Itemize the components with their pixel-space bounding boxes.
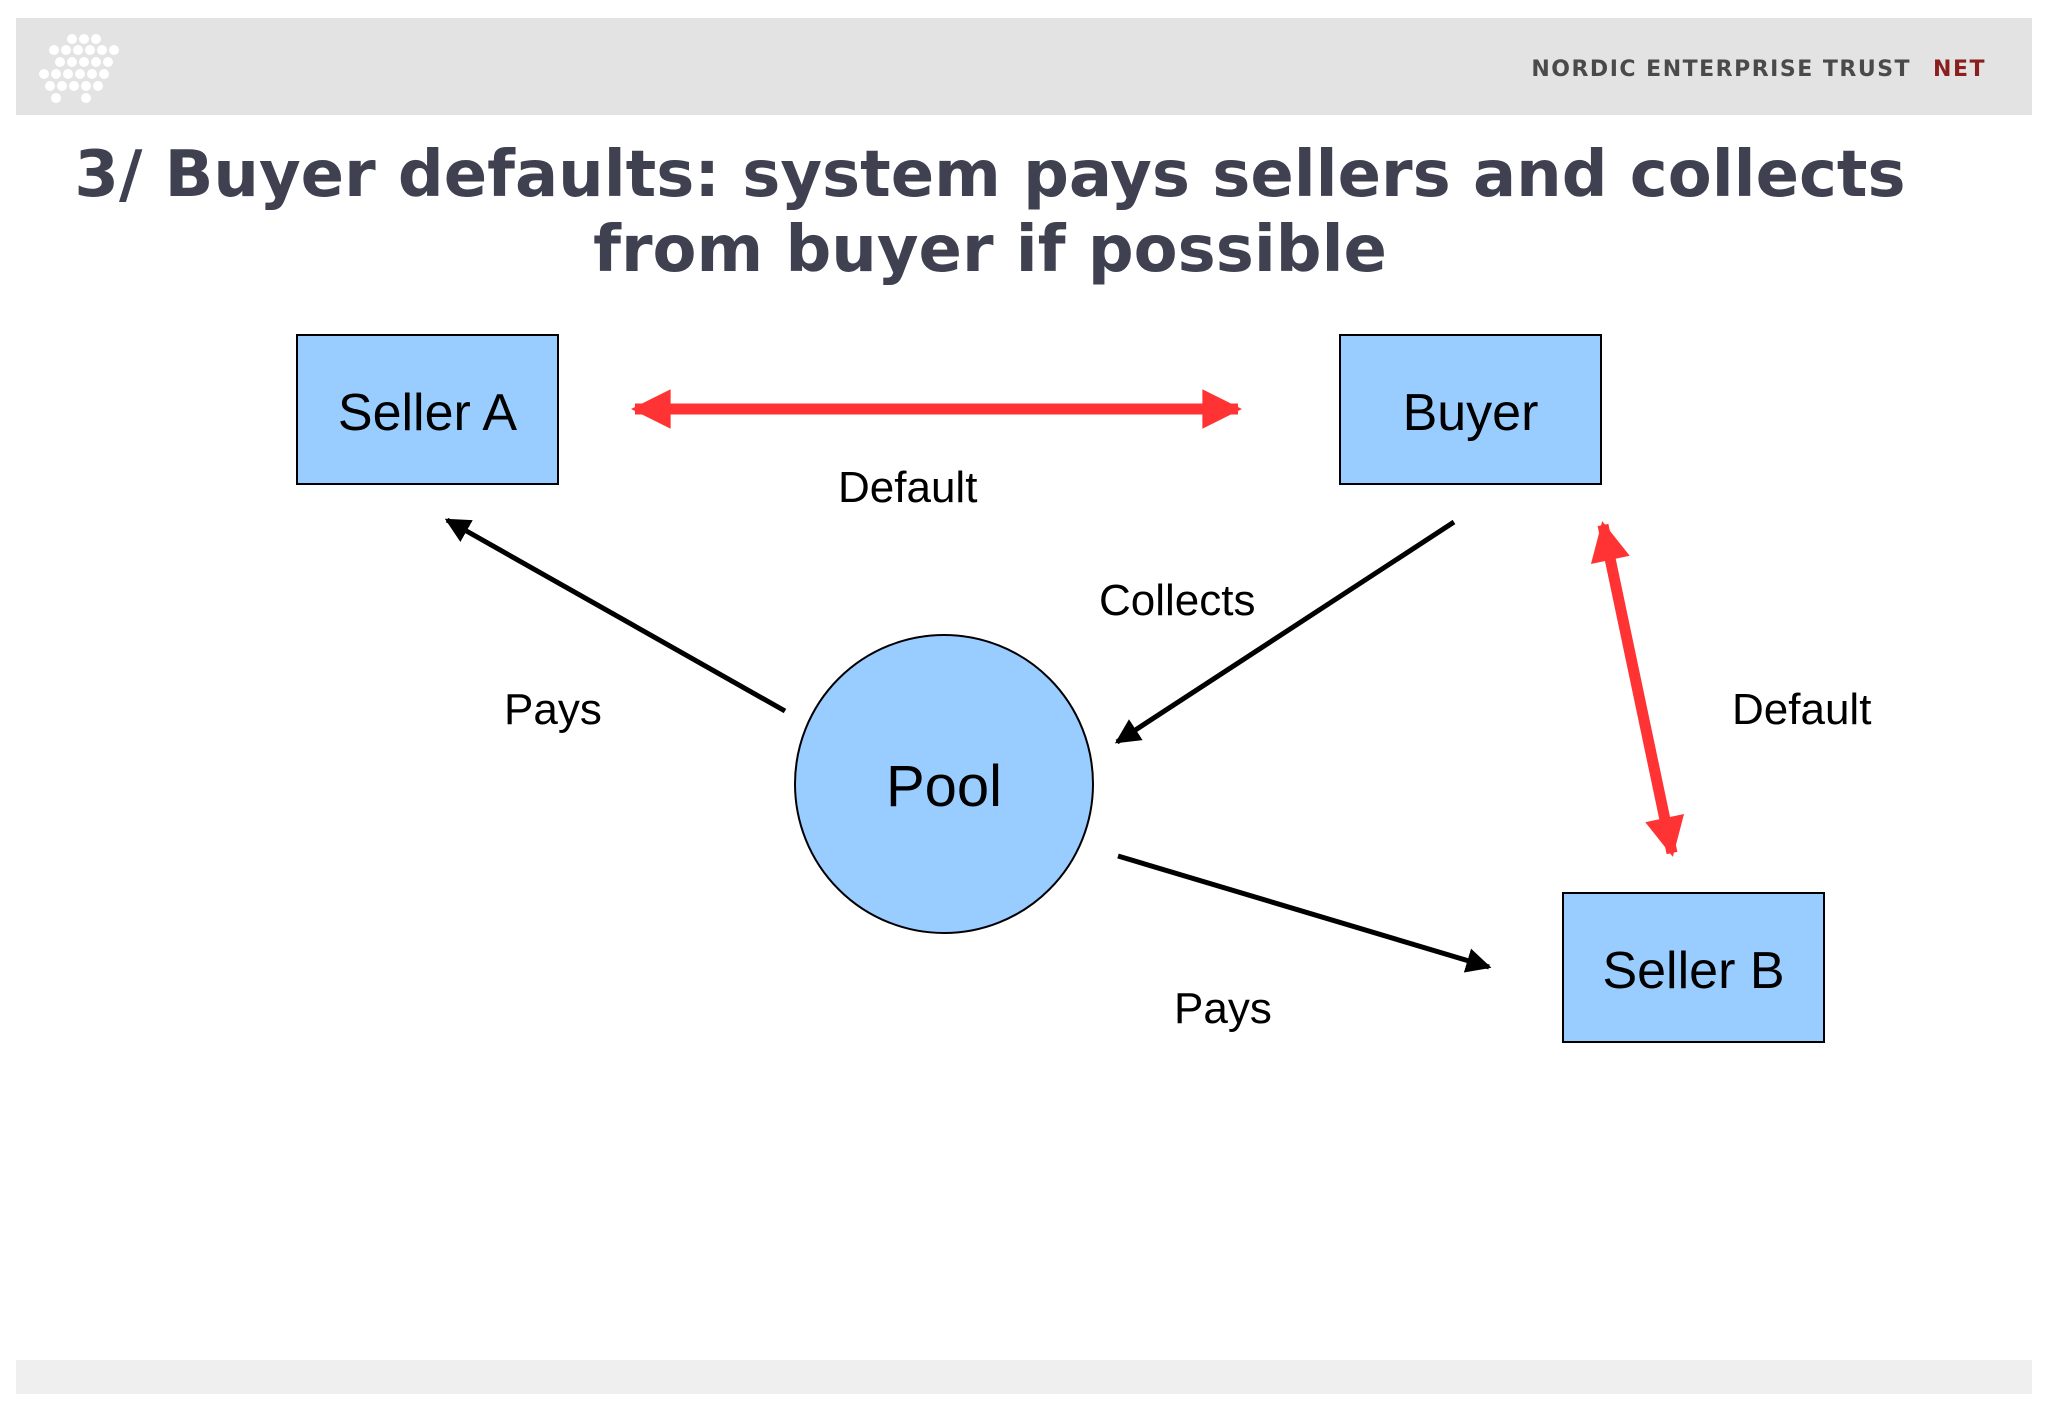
node-seller-a: Seller A (296, 334, 559, 485)
node-pool-label: Pool (886, 754, 1002, 819)
node-buyer-label: Buyer (1403, 384, 1539, 442)
arrow-pays-seller-b (1117, 853, 1492, 973)
node-pool: Pool (794, 634, 1094, 934)
node-seller-b-label: Seller B (1602, 942, 1784, 1000)
title-line-1: 3/ Buyer defaults: system pays sellers a… (74, 138, 1906, 212)
footer-band (16, 1360, 2032, 1394)
node-seller-a-label: Seller A (338, 384, 518, 442)
label-pays-seller-a: Pays (504, 685, 602, 734)
node-buyer: Buyer (1339, 334, 1602, 485)
arrow-pays-seller-a (444, 517, 787, 714)
arrow-collects (1114, 519, 1456, 745)
arrow-default-right (1590, 521, 1685, 857)
label-default-top: Default (838, 463, 977, 512)
header-band (16, 18, 2032, 115)
node-seller-b: Seller B (1562, 892, 1825, 1043)
label-default-right: Default (1732, 685, 1871, 734)
label-collects: Collects (1099, 576, 1256, 625)
slide-title: 3/ Buyer defaults: system pays sellers a… (60, 138, 1920, 288)
title-line-2: from buyer if possible (593, 213, 1387, 287)
brand-name: NORDIC ENTERPRISE TRUST (1531, 57, 1912, 82)
label-pays-seller-b: Pays (1174, 984, 1272, 1033)
brand-abbr: NET (1933, 57, 1986, 82)
brand-wordmark: NORDIC ENTERPRISE TRUST NET (1531, 57, 1986, 82)
logo-dots-icon (39, 34, 119, 103)
